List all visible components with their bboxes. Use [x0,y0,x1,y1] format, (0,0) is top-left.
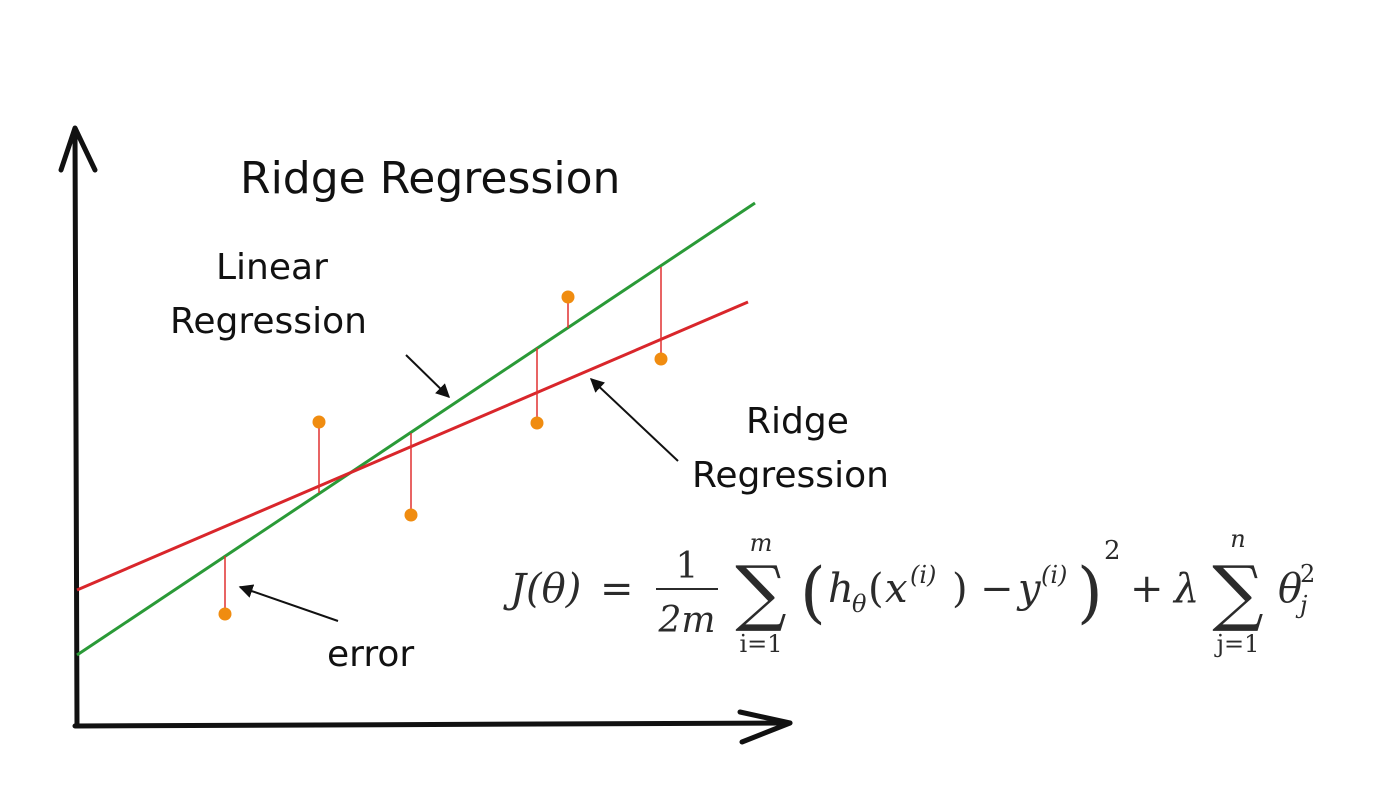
formula-x-open: ( [868,566,884,612]
formula-paren-close: ) [1077,554,1103,631]
linear-regression-line [76,201,756,657]
data-point [218,607,232,621]
formula-theta: θ [1278,566,1302,612]
data-point [561,290,575,304]
x-axis [72,720,793,729]
formula-plus: + [1130,566,1164,612]
y-axis [72,127,80,729]
residuals [224,267,662,614]
y-axis-arrowhead [58,125,98,173]
cost-function-formula: J(θ) = 1 2m m ∑ i=1 ( h θ ( x (i) ) − y … [503,525,1315,658]
formula-sum1-symbol: ∑ [735,550,786,634]
formula-h-subscript: θ [852,590,867,618]
data-points [218,290,668,621]
formula-y-superscript: (i) [1041,561,1067,589]
ridge-regression-label-line2: Regression [692,455,889,496]
diagram-title: Ridge Regression [240,153,620,204]
formula-square: 2 [1104,536,1121,566]
formula-theta-superscript: 2 [1300,560,1315,588]
formula-y: y [1016,566,1042,612]
formula-lambda: λ [1172,566,1199,612]
data-point [404,508,418,522]
linear-regression-label-line2: Regression [170,301,367,342]
axes [58,125,793,745]
pointer-arrows [238,354,679,622]
ridge-regression-line [76,300,749,592]
formula-paren-open: ( [800,554,826,631]
formula-frac-denominator: 2m [657,600,715,641]
formula-frac-numerator: 1 [676,546,699,587]
ridge-regression-label-line1: Ridge [746,401,849,442]
formula-sum1-lower: i=1 [739,630,782,658]
formula-lhs: J(θ) [503,566,581,612]
error-label: error [327,634,414,675]
ridge-label-arrow [589,378,679,462]
formula-minus: − [980,566,1014,612]
formula-h: h [828,566,854,612]
error-label-arrow [238,584,339,622]
linear-label-arrow [405,354,451,398]
formula-sum2-lower: j=1 [1214,630,1260,658]
formula-x-close: ) [952,566,968,612]
data-point [654,352,668,366]
formula-equals: = [600,566,634,612]
formula-x: x [885,566,908,612]
linear-regression-label-line1: Linear [216,247,328,288]
formula-sum2-upper: n [1230,525,1245,553]
data-point [312,415,326,429]
formula-sum2-symbol: ∑ [1212,550,1263,634]
data-point [530,416,544,430]
x-axis-arrowhead [737,709,793,745]
formula-sum1-upper: m [750,529,773,557]
formula-x-superscript: (i) [910,561,936,589]
